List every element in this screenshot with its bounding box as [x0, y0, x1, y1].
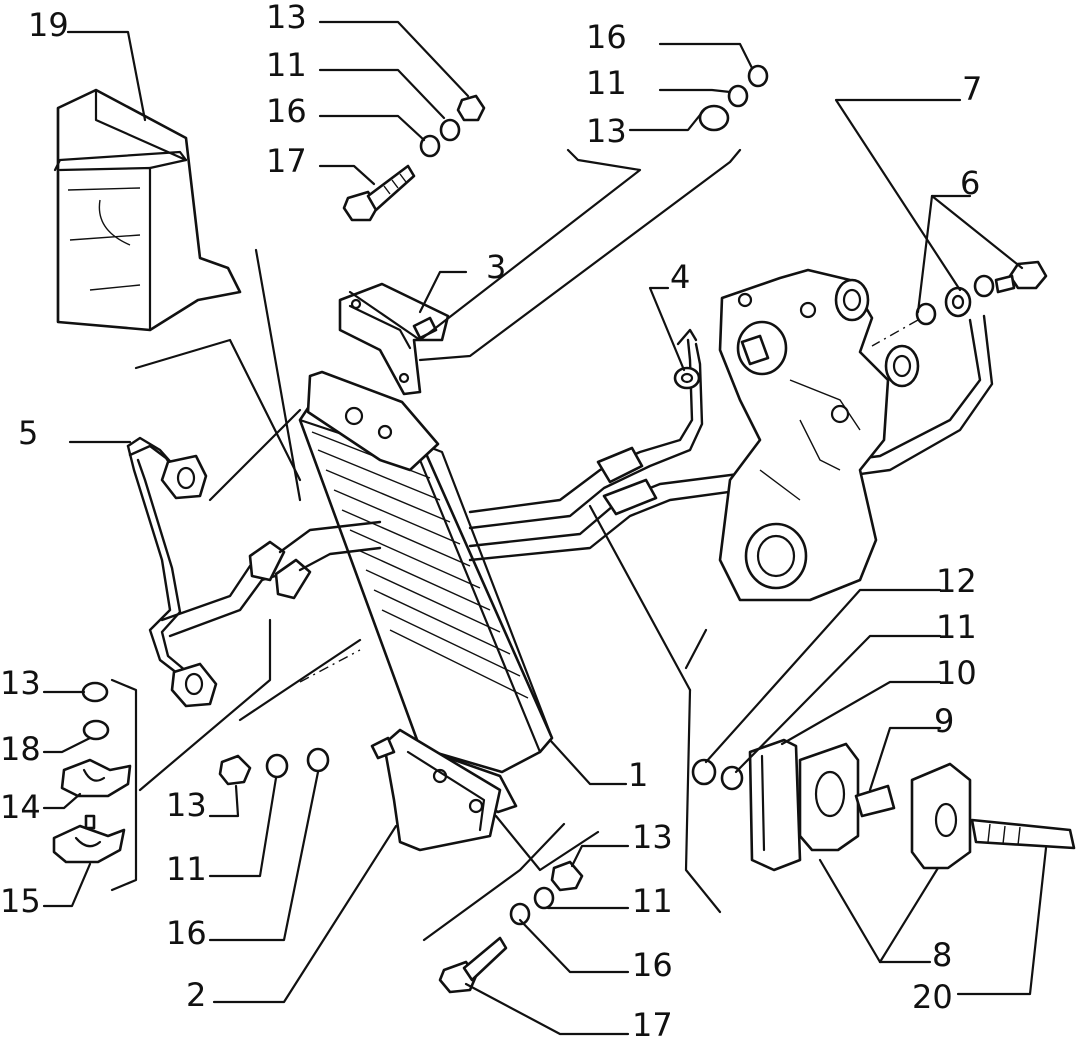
part-17-bolt-top: [342, 164, 416, 222]
callout-10: 10: [936, 654, 977, 692]
washer-11-top-right: [727, 84, 749, 108]
callout-16-top: 16: [266, 92, 307, 130]
callout-labels: 19 13 11 16 17 16 11 13 7 6 3 4 5 12 11 …: [0, 0, 982, 1042]
callout-7: 7: [962, 70, 982, 108]
nut-13-top-right: [698, 104, 730, 132]
callout-14: 14: [0, 788, 41, 826]
callout-17-bottom: 17: [632, 1006, 673, 1037]
part-3-bracket: [338, 282, 450, 396]
callout-4: 4: [670, 258, 690, 296]
callout-17-top: 17: [266, 142, 307, 180]
callout-13-left: 13: [0, 664, 41, 702]
callout-18: 18: [0, 730, 41, 768]
clamp-assembly-left: [52, 678, 138, 892]
callout-9: 9: [934, 702, 954, 740]
part-19-cover: [53, 88, 242, 332]
nut-13-top: [456, 94, 486, 122]
callout-16-bottom: 16: [632, 946, 673, 984]
callout-16-top-right: 16: [586, 18, 627, 56]
callout-20: 20: [912, 978, 953, 1016]
part-2-bracket: [370, 728, 502, 852]
clamp-assembly-right: [691, 738, 1076, 872]
washer-11-top: [439, 118, 461, 142]
callout-13-bottom: 13: [632, 818, 673, 856]
part-4-banjo-fitting: [673, 328, 701, 390]
washer-16-top-right: [747, 64, 769, 88]
callout-8: 8: [932, 936, 952, 974]
callout-11-bottom: 11: [632, 882, 673, 920]
callout-1: 1: [628, 756, 648, 794]
callout-11-right: 11: [936, 608, 977, 646]
callout-13-top: 13: [266, 0, 307, 36]
callout-19: 19: [28, 6, 69, 44]
part-6-bolt: [871, 260, 1048, 347]
callout-6: 6: [960, 164, 980, 202]
callout-11-lower: 11: [166, 850, 207, 888]
callout-15: 15: [0, 882, 41, 920]
callout-13-lower: 13: [166, 786, 207, 824]
washer-16-top: [419, 134, 441, 158]
callout-3: 3: [486, 248, 506, 286]
part-5-left-tube: [126, 436, 382, 708]
callout-16-lower: 16: [166, 914, 207, 952]
lower-fasteners: [218, 747, 584, 994]
leader-lines: [42, 20, 1048, 1036]
washers-top: [419, 64, 769, 158]
pump-housing: [718, 268, 920, 602]
part-7-fitting: [944, 286, 972, 318]
callout-2: 2: [186, 976, 206, 1014]
callout-11-top: 11: [266, 46, 307, 84]
callout-11-top-right: 11: [586, 64, 627, 102]
callout-12: 12: [936, 562, 977, 600]
callout-13-top-right: 13: [586, 112, 627, 150]
callout-5: 5: [18, 414, 38, 452]
